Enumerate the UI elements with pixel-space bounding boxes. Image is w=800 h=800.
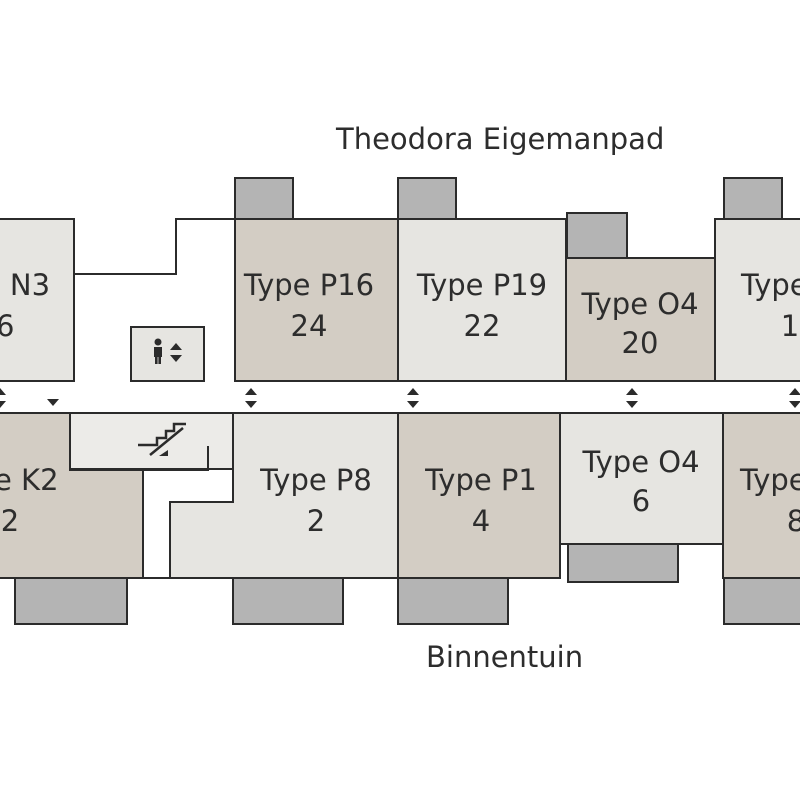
street-label-north: Theodora Eigemanpad: [336, 122, 665, 156]
unit-block[interactable]: [565, 257, 716, 382]
balcony: [567, 543, 679, 583]
street-label-south: Binnentuin: [426, 640, 584, 674]
balcony: [232, 577, 344, 625]
unit-type-label: Type: [740, 268, 800, 302]
entrance-arrow-icon: [47, 399, 59, 406]
balconies-north: [234, 177, 783, 259]
unit-number-label: 22: [464, 309, 501, 343]
unit-number-label: 20: [622, 326, 659, 360]
entrance-arrow-icon: [789, 388, 800, 408]
entrance-arrow-icon: [0, 388, 6, 408]
unit-type-label: Type P1: [424, 463, 537, 497]
elevator-icon: [154, 338, 182, 364]
entrance-arrow-icon: [407, 388, 419, 408]
entrance-arrows: [0, 388, 800, 408]
unit-number-label: 2: [307, 504, 325, 538]
unit-block[interactable]: [714, 218, 800, 382]
stair-box-inner: [143, 446, 209, 471]
unit-type-label: N3: [10, 268, 50, 302]
unit-type-label: Type O4: [581, 445, 699, 479]
unit-number-label: 26: [0, 309, 14, 343]
unit-number-label: 2: [1, 504, 19, 538]
stair-hall-outline: [74, 218, 235, 275]
stairs-icon: [138, 422, 186, 456]
unit-block[interactable]: [234, 218, 399, 382]
balcony: [723, 177, 783, 221]
unit-number-label: 24: [291, 309, 328, 343]
balcony: [566, 212, 628, 259]
unit-type-label: Type P16: [243, 268, 374, 302]
unit-type-label: Type: [739, 463, 800, 497]
unit-type-label: Type P8: [259, 463, 372, 497]
elevator-box: [130, 326, 205, 382]
balcony: [723, 577, 800, 625]
unit-number-label: 1: [781, 309, 799, 343]
unit-type-label: Type P19: [416, 268, 547, 302]
unit-type-label: e K2: [0, 463, 59, 497]
unit-block[interactable]: [722, 412, 800, 579]
unit-number-label: 4: [472, 504, 490, 538]
unit-number-label: 6: [632, 484, 650, 518]
balcony: [397, 577, 509, 625]
balconies-south: [14, 543, 800, 625]
entrance-arrow-icon: [245, 388, 257, 408]
unit-block[interactable]: [0, 218, 75, 382]
stair-box: [69, 412, 234, 470]
unit-block[interactable]: [559, 412, 724, 545]
balcony: [397, 177, 457, 221]
unit-block[interactable]: [397, 412, 561, 579]
balcony: [14, 577, 128, 625]
entrance-arrow-icon: [626, 388, 638, 408]
unit-type-label: Type O4: [580, 287, 698, 321]
unit-block[interactable]: [397, 218, 567, 382]
unit-number-label: 8: [787, 504, 800, 538]
balcony: [234, 177, 294, 221]
